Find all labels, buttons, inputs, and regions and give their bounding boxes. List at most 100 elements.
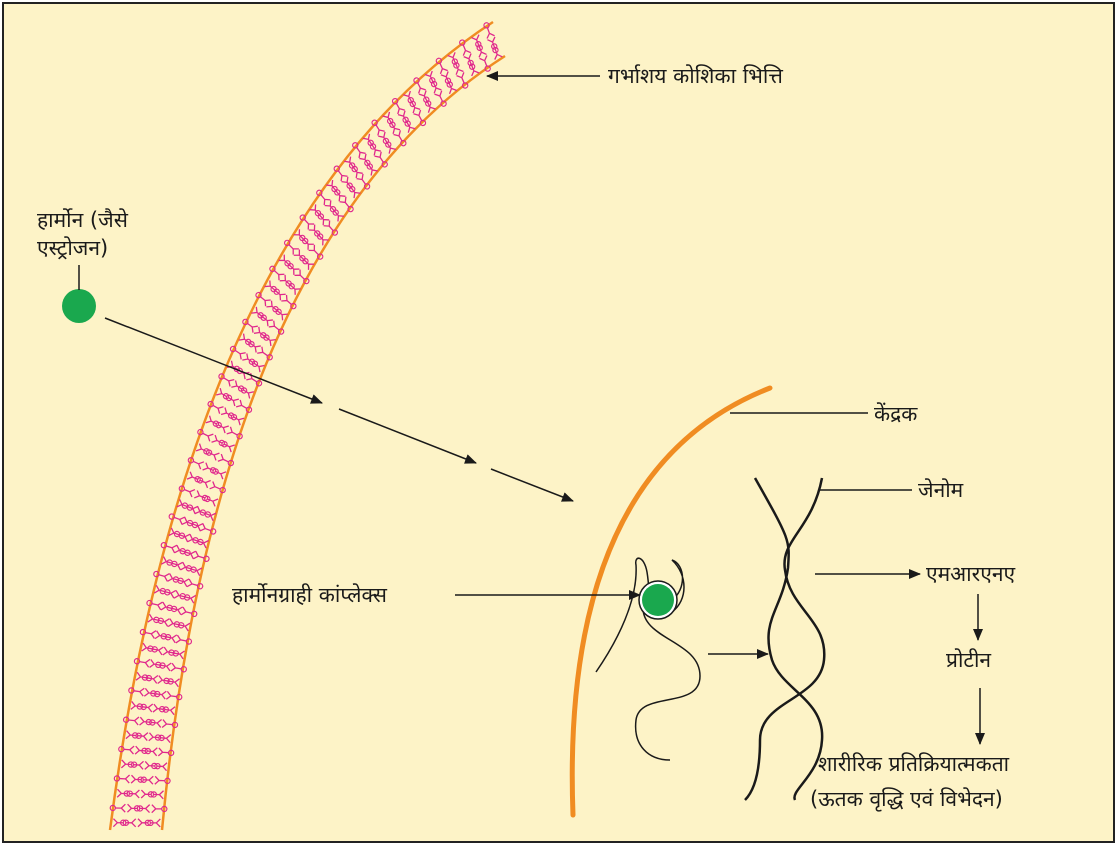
receptor-glyph bbox=[163, 677, 179, 687]
receptor-glyph bbox=[194, 475, 211, 488]
receptor-glyph bbox=[186, 518, 203, 531]
hormone-bound-molecule bbox=[642, 584, 674, 616]
receptor-glyph bbox=[137, 702, 153, 712]
receptor-glyph bbox=[479, 55, 492, 72]
receptor-glyph bbox=[441, 71, 455, 88]
receptor-glyph bbox=[136, 672, 152, 682]
receptor-glyph bbox=[378, 132, 393, 149]
receptor-glyph bbox=[166, 603, 183, 614]
receptor-glyph bbox=[247, 357, 264, 372]
receptor-glyph bbox=[131, 701, 147, 711]
cell-wall-outer-edge bbox=[110, 22, 493, 830]
receptor-glyph bbox=[187, 579, 204, 591]
genome-helix bbox=[745, 478, 824, 800]
receptor-glyph bbox=[359, 154, 374, 171]
receptor-glyph bbox=[222, 391, 239, 406]
receptor-glyph bbox=[142, 673, 158, 683]
hormone-molecule bbox=[62, 289, 96, 323]
receptor-glyph bbox=[155, 631, 171, 642]
receptor-glyph bbox=[182, 517, 199, 530]
receptor-glyph bbox=[158, 676, 174, 686]
receptor-glyph bbox=[419, 91, 433, 108]
receptor-glyph bbox=[160, 632, 176, 643]
receptor-glyph bbox=[173, 620, 189, 631]
receptor-glyph bbox=[185, 564, 202, 576]
receptor-glyph bbox=[237, 384, 254, 399]
receptor-glyph bbox=[179, 592, 196, 604]
receptor-glyph bbox=[271, 304, 288, 320]
receptor-glyph bbox=[147, 644, 163, 655]
receptor-glyph bbox=[174, 545, 191, 557]
leader-lines bbox=[79, 76, 980, 744]
genome-label: जेनोम bbox=[918, 476, 963, 504]
receptor-complex-label: हार्मोनग्राही कांप्लेक्स bbox=[232, 581, 387, 609]
hormone-path-arrows bbox=[105, 318, 573, 501]
receptor-glyph bbox=[330, 185, 346, 202]
receptor-glyph bbox=[159, 587, 176, 599]
receptor-glyph bbox=[161, 557, 178, 569]
receptor-glyph bbox=[153, 615, 169, 626]
receptor-glyph bbox=[177, 499, 194, 512]
receptor-glyph bbox=[471, 35, 484, 52]
receptor-glyph bbox=[490, 43, 503, 60]
receptor-glyph bbox=[256, 311, 273, 327]
receptor-glyph bbox=[142, 643, 158, 654]
protein-label: प्रोटीन bbox=[946, 646, 991, 674]
receptor-glyph bbox=[161, 602, 178, 613]
receptor-glyph bbox=[482, 22, 495, 39]
receptor-glyph bbox=[385, 117, 400, 134]
receptor-glyph bbox=[216, 388, 233, 403]
receptor-glyph bbox=[466, 59, 479, 76]
receptor-glyph bbox=[181, 501, 198, 514]
receptor-glyph bbox=[202, 447, 219, 461]
receptor-glyph bbox=[269, 284, 286, 300]
receptor-glyph bbox=[179, 547, 196, 559]
response-label-line1: शारीरिक प्रतिक्रियात्मकता bbox=[818, 750, 1009, 778]
receptor-glyph bbox=[341, 177, 357, 194]
mrna-label: एमआरएनए bbox=[926, 560, 1015, 588]
receptor-glyph bbox=[166, 558, 183, 570]
receptor-glyph bbox=[187, 534, 204, 546]
receptor-glyph bbox=[154, 585, 171, 597]
receptor-glyph bbox=[201, 493, 218, 506]
receptor-glyph bbox=[428, 76, 442, 93]
receptor-glyph bbox=[448, 52, 461, 69]
receptor-glyph bbox=[172, 575, 189, 587]
receptor-glyph bbox=[144, 688, 160, 698]
receptor-glyph bbox=[150, 689, 166, 699]
receptor-glyph bbox=[150, 660, 166, 670]
receptor-glyph bbox=[450, 58, 463, 75]
receptor-glyph bbox=[173, 529, 190, 541]
cell-wall-inner-edge bbox=[162, 56, 505, 830]
receptor-glyph bbox=[155, 660, 171, 670]
receptor-glyph bbox=[153, 704, 169, 714]
receptor-glyph bbox=[221, 408, 238, 422]
receptor-glyph bbox=[254, 327, 271, 342]
receptor-glyph bbox=[180, 562, 197, 574]
receptor-glyph bbox=[406, 96, 420, 113]
receptor-glyph bbox=[206, 416, 223, 430]
receptor-glyph bbox=[163, 647, 179, 658]
receptor-glyph bbox=[242, 353, 259, 368]
receptor-glyph bbox=[212, 435, 229, 449]
cell-wall bbox=[110, 22, 505, 830]
receptor-glyph bbox=[168, 619, 184, 630]
receptor-glyph bbox=[200, 523, 217, 536]
receptor-glyph bbox=[313, 209, 329, 226]
receptor-glyph bbox=[298, 233, 314, 249]
receptor-glyph bbox=[227, 411, 244, 425]
membrane-receptors bbox=[110, 22, 502, 827]
receptor-glyph bbox=[347, 161, 362, 178]
receptor-glyph bbox=[231, 380, 248, 395]
receptor-glyph bbox=[192, 536, 209, 548]
receptor-glyph bbox=[148, 614, 164, 625]
receptor-glyph bbox=[218, 438, 235, 452]
receptor-glyph bbox=[487, 37, 500, 54]
receptor-glyph bbox=[259, 331, 276, 346]
receptor-glyph bbox=[283, 259, 299, 275]
hormone-label-line2: एस्ट्रोजन) bbox=[37, 234, 108, 262]
receptor-glyph bbox=[398, 111, 412, 128]
nucleus-label: केंद्रक bbox=[874, 400, 917, 428]
receptor-glyph bbox=[199, 508, 216, 521]
